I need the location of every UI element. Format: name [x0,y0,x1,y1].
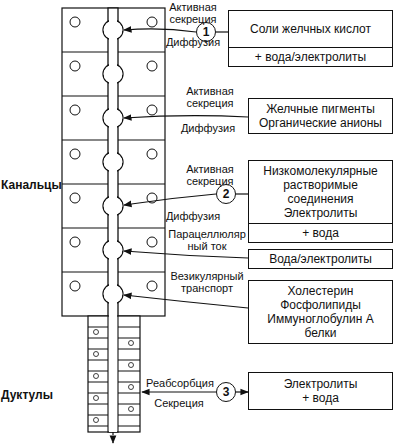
substance-box: ХолестеринФосфолипидыИммуноглобулин Абел… [248,280,393,344]
box-text: + вода [249,391,392,409]
box-text: Иммуноглобулин А [249,312,392,326]
nucleus [94,418,99,423]
canaliculus-bulge [103,196,123,216]
secretion-arrow [124,29,196,32]
substance-box: Соли желчных кислот+ вода/электролиты [228,10,393,67]
canaliculus-lumen-bulge [104,153,123,172]
region-label: Дуктулы [1,388,61,402]
canaliculus-lumen-bulge [104,109,123,128]
secretion-arrow [124,116,248,118]
canaliculus-lumen [104,9,123,431]
canaliculus-bulge [103,108,123,128]
substance-box: Желчные пигментыОрганические анионы [248,98,393,134]
nucleus [129,363,134,368]
box-text: + вода [249,223,392,242]
nucleus [70,193,80,203]
callout-circle: 2 [216,184,236,204]
box-text: + вода/электролиты [229,47,392,66]
canaliculus-lumen-bulge [104,285,123,304]
substance-box: Низкомолекулярные растворимые соединения… [248,160,393,243]
process-label: Парацеллюляр ный ток [167,228,247,252]
callout-number: 2 [223,187,230,201]
canaliculus-lumen-bulge [104,197,123,216]
nucleus [147,281,157,291]
substance-box: Вода/электролиты [248,249,393,269]
canaliculus-lumen-bulge [104,65,123,84]
nucleus [70,281,80,291]
nucleus [70,105,80,115]
bile-flow-arrow [112,432,113,443]
box-text: Желчные пигменты [249,99,392,116]
region-label: Канальцы [1,178,61,192]
secretion-arrow [124,194,216,205]
substance-box: Электролиты+ вода [248,372,393,410]
process-label: Активная секреция [175,85,245,109]
box-text: Низкомолекулярные растворимые соединения [249,161,392,206]
box-text: белки [249,326,392,343]
process-label: Секреция [148,397,210,409]
nucleus [70,237,80,247]
box-text: Электролиты [249,373,392,391]
reabsorption-arrow [142,391,216,392]
nucleus [94,352,99,357]
canaliculus-bulge [103,152,123,172]
nucleus [70,61,80,71]
process-label: Реабсорбция [144,377,216,389]
paracellular-arrow [124,251,248,258]
box-text: Холестерин [249,281,392,298]
process-label: Диффузия [164,210,222,222]
process-label: Диффузия [163,36,223,48]
box-text: Вода/электролиты [249,250,392,268]
canaliculus-lumen-bulge [104,241,123,260]
process-label: Диффузия [178,122,238,134]
nucleus [129,341,134,346]
process-label: Активная секреция [158,1,228,25]
nucleus [147,237,157,247]
canaliculus-bulge [103,284,123,304]
box-text: Фосфолипиды [249,298,392,312]
transport-arrows [124,29,248,392]
nucleus [147,61,157,71]
canaliculus-bulge [103,240,123,260]
box-text: Органические анионы [249,116,392,133]
nucleus [70,149,80,159]
process-label: Везикулярный транспорт [167,270,247,294]
callout-number: 3 [223,385,230,399]
vesicular-arrow [124,295,248,308]
nucleus [70,17,80,27]
nucleus [94,374,99,379]
nucleus [94,396,99,401]
process-label: Активная секреция [175,163,245,187]
canaliculus-bulge [103,20,123,40]
callout-circle: 3 [216,382,236,402]
nucleus [147,17,157,27]
nucleus [129,407,134,412]
nucleus [94,330,99,335]
canaliculus-bulge [103,64,123,84]
connector-line [216,31,228,32]
box-text: Электролиты [249,206,392,223]
canaliculus-lumen-bulge [104,21,123,40]
connector-line [236,193,248,194]
nucleus [147,105,157,115]
box-text: Соли желчных кислот [229,11,392,47]
nucleus [147,149,157,159]
nucleus [129,385,134,390]
connector-line [236,391,248,392]
